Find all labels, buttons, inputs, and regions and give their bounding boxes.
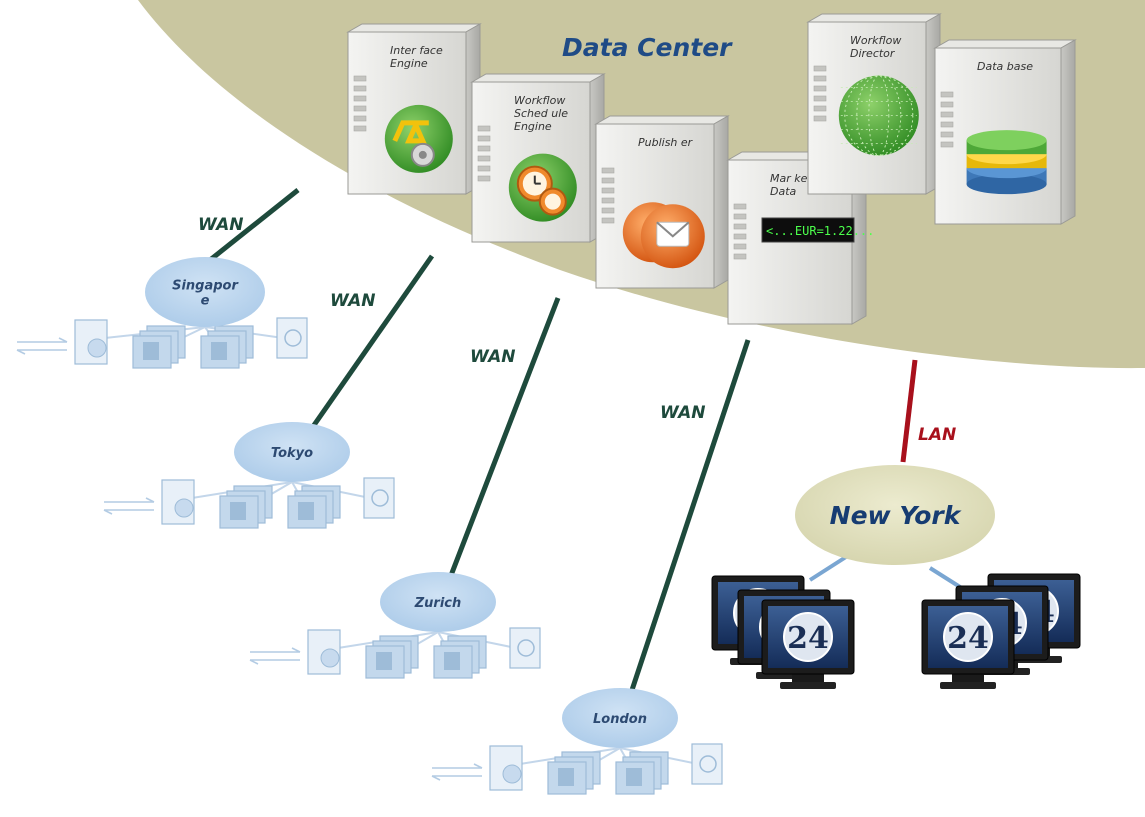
wan-label-london: WAN	[660, 403, 706, 423]
server-label-line: Data base	[977, 60, 1033, 73]
wan-label-singapore: WAN	[198, 215, 244, 235]
server-database: Data base	[933, 39, 1077, 225]
market-ticker-text: <...EUR=1.22...	[766, 224, 874, 238]
newyork-workstations: 242424242424	[711, 573, 1081, 689]
server-label-line: Workflow	[514, 94, 565, 107]
server-icon	[307, 629, 341, 675]
server-icon	[276, 317, 308, 359]
site-label: London	[593, 712, 647, 727]
server-icon	[74, 319, 108, 365]
newyork-node	[795, 465, 995, 565]
server-label-line: Engine	[390, 57, 428, 70]
workstation-icon	[365, 635, 419, 679]
site-node	[562, 688, 678, 748]
datacenter-title: Data Center	[562, 33, 733, 62]
server-label-line: Sched ule	[514, 107, 568, 120]
workstation-monitor-icon: 24	[761, 599, 855, 689]
server-label-line: Engine	[514, 120, 552, 133]
server-icon	[489, 745, 523, 791]
site-label: Singapor	[172, 279, 239, 294]
server-icon	[363, 477, 395, 519]
site-label: Zurich	[414, 596, 462, 611]
server-label-line: Mar ket	[770, 172, 812, 185]
wan-label-tokyo: WAN	[330, 291, 376, 311]
links	[198, 188, 918, 691]
server-icon	[509, 627, 541, 669]
clock-icon	[508, 153, 577, 222]
lan-line-newyork	[900, 359, 918, 463]
lan-label-newyork: LAN	[918, 425, 956, 445]
mail-icon	[622, 202, 705, 269]
server-label-line: Workflow	[850, 34, 901, 47]
monitor-logo-text: 24	[947, 621, 989, 656]
transfer-arrows-icon	[431, 763, 483, 781]
newyork-site: New York 242424242424	[711, 465, 1081, 689]
workstation-icon	[615, 751, 669, 795]
workstation-icon	[132, 325, 186, 369]
wan-line-london	[629, 339, 751, 691]
server-label-line: Data	[770, 185, 797, 198]
site-zurich: Zurich	[249, 572, 541, 679]
server-icon	[691, 743, 723, 785]
wan-label-zurich: WAN	[470, 347, 516, 367]
transfer-arrows-icon	[249, 647, 301, 665]
ticker-display: <...EUR=1.22...	[761, 217, 874, 243]
server-label-line: Publish er	[638, 136, 694, 149]
newyork-label: New York	[830, 501, 962, 530]
site-node	[145, 257, 265, 327]
workstation-icon	[287, 485, 341, 529]
site-label: e	[201, 294, 210, 309]
grid-sphere-icon	[838, 75, 919, 156]
workstation-icon	[433, 635, 487, 679]
wan-line-singapore	[198, 188, 300, 270]
server-label-line: Inter face	[390, 44, 443, 57]
workstation-monitor-icon: 24	[921, 599, 1015, 689]
server-publisher: Publish er	[594, 115, 730, 289]
wan-line-zurich	[447, 297, 561, 579]
site-label: Tokyo	[271, 446, 313, 461]
server-label-line: Director	[850, 47, 896, 60]
transfer-arrows-icon	[103, 497, 155, 515]
gear-icon	[384, 104, 453, 173]
workstation-icon	[200, 325, 254, 369]
site-tokyo: Tokyo	[103, 422, 395, 529]
workstation-icon	[547, 751, 601, 795]
site-london: London	[431, 688, 723, 795]
monitor-logo-text: 24	[787, 621, 829, 656]
transfer-arrows-icon	[16, 337, 68, 355]
database-icon	[966, 130, 1047, 195]
server-icon	[161, 479, 195, 525]
workstation-icon	[219, 485, 273, 529]
site-node	[234, 422, 350, 482]
site-node	[380, 572, 496, 632]
wan-line-tokyo	[309, 254, 435, 430]
